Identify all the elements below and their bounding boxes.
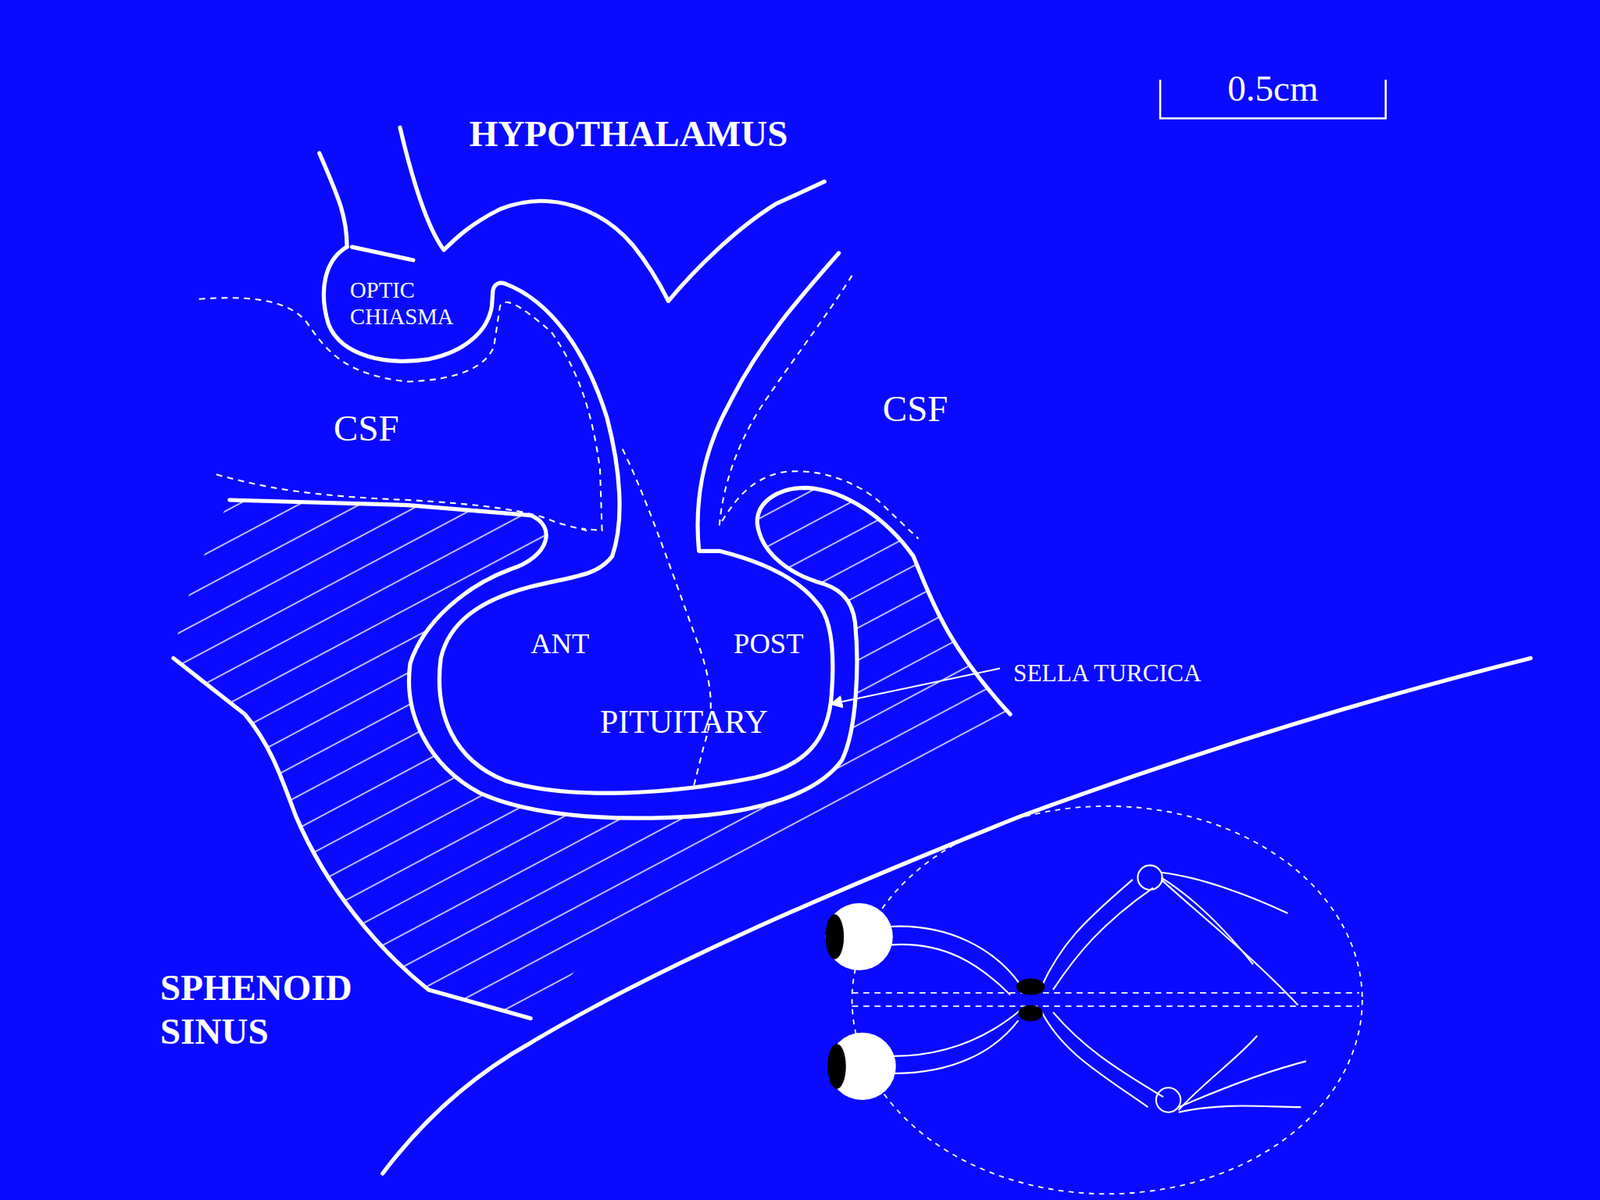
hypothalamus-outline xyxy=(319,153,347,247)
geniculate-body xyxy=(1137,865,1162,890)
optic-radiation xyxy=(1160,879,1298,1006)
pituitary-gland: ANT POST PITUITARY xyxy=(428,550,837,796)
midline-dashed xyxy=(852,992,1360,994)
fluid-label: CSF xyxy=(882,387,986,432)
visual-pathway-inset xyxy=(825,806,1363,1194)
optic-radiation xyxy=(1178,1035,1258,1111)
meninges-dashed xyxy=(199,297,603,531)
fluid-label: CSF xyxy=(333,407,436,451)
organ-label: PITUITARY xyxy=(600,702,804,742)
optic-tract xyxy=(1053,887,1154,990)
optic-tract xyxy=(1040,879,1133,988)
bone-outline xyxy=(173,657,531,1018)
chiasma-mark xyxy=(1018,1005,1043,1022)
pituitary-outline xyxy=(439,253,839,793)
geniculate-body xyxy=(1156,1087,1181,1112)
midline-dashed xyxy=(852,1005,1360,1008)
chiasma-mark xyxy=(1016,978,1046,996)
optic-radiation xyxy=(1160,872,1288,914)
part-label: POST xyxy=(733,626,826,661)
leader-arrow xyxy=(830,668,1000,705)
hypothalamus-outline xyxy=(352,246,414,261)
part-label: ANT xyxy=(530,626,612,661)
optic-radiation xyxy=(1178,1060,1307,1108)
part-label: SELLA TURCICA xyxy=(1013,659,1279,690)
pupil xyxy=(827,1043,847,1089)
scale-label: 0.5cm xyxy=(1227,67,1340,111)
optic-tract xyxy=(1040,1010,1148,1108)
optic-nerve xyxy=(889,944,1011,996)
sella-outline xyxy=(229,487,1011,818)
region-label: HYPOTHALAMUS xyxy=(469,112,858,157)
optic-nerve xyxy=(892,1020,1019,1074)
sinus-outline xyxy=(382,657,1531,1174)
part-label: OPTIC CHIASMA xyxy=(350,277,483,332)
chiasma-region: OPTIC CHIASMA xyxy=(331,273,485,355)
pupil xyxy=(825,914,845,959)
bone-hatching xyxy=(173,487,1011,1018)
optic-tract xyxy=(1053,1012,1164,1097)
region-label: SPHENOID SINUS xyxy=(160,966,395,1055)
inset-outline xyxy=(852,806,1363,1194)
eye xyxy=(825,903,893,971)
chiasma-outline xyxy=(323,246,505,361)
optic-radiation xyxy=(1178,1106,1302,1113)
meninges-dashed xyxy=(216,474,587,531)
optic-nerve xyxy=(892,1010,1021,1057)
